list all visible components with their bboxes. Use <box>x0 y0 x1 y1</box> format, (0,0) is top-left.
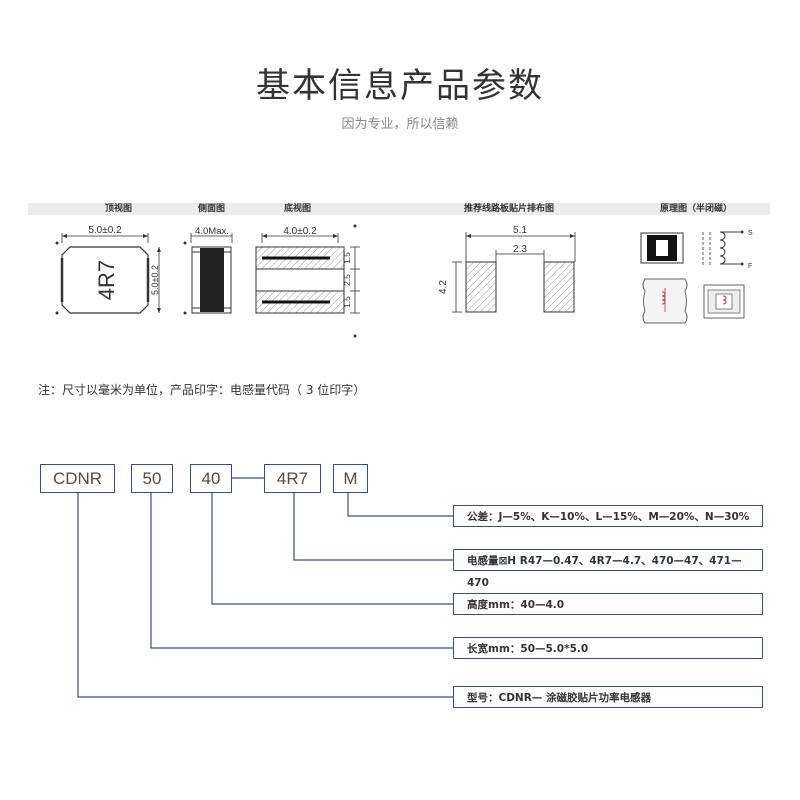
desc-size: 长宽mm：50—5.0*5.0 <box>453 637 763 659</box>
schematic-drawing: S F <box>640 230 753 324</box>
top-width-label: 5.0±0.2 <box>88 225 122 236</box>
desc-model: 型号：CDNR— 涂磁胶贴片功率电感器 <box>453 686 763 708</box>
top-height-label: 5.0±0.2 <box>150 265 160 295</box>
header-side-view: 侧面图 <box>198 204 226 214</box>
pad-total-label: 5.1 <box>513 225 527 236</box>
header-schematic: 原理图（半闭磁） <box>660 204 733 214</box>
units-note: 注：尺寸以毫米为单位，产品印字：电感量代码（ 3 位印字） <box>38 383 366 397</box>
code-size: 50 <box>131 464 173 493</box>
side-height-label: 4.0Max. <box>195 226 229 237</box>
title-main: 基本信息 <box>256 66 400 106</box>
header-top-view: 顶视图 <box>105 204 133 214</box>
subtitle: 因为专业，所以信赖 <box>341 117 459 132</box>
technical-drawings: 5.0±0.2 4R7 5.0±0.2 4.0Max. 4.0±0.2 <box>55 224 753 338</box>
bottom-width-label: 4.0±0.2 <box>283 226 317 237</box>
code-tolerance: M <box>333 464 368 493</box>
pad-gap-label: 2.3 <box>513 244 527 255</box>
desc-tolerance: 公差：J—5%、K—10%、L—15%、M—20%、N—30% <box>453 505 763 527</box>
pad-height-label: 4.2 <box>438 280 449 294</box>
code-series: CDNR <box>40 464 115 493</box>
top-view-drawing: 5.0±0.2 4R7 5.0±0.2 <box>55 225 161 315</box>
page-title: 基本信息产品参数 <box>0 58 800 107</box>
pad-layout-drawing: 5.1 2.3 4.2 <box>438 225 576 313</box>
header-bottom-view: 底视图 <box>284 204 312 214</box>
code-height: 40 <box>190 464 232 493</box>
bottom-seg1-label: 1.5 <box>342 252 352 264</box>
bottom-seg3-label: 1.5 <box>342 296 352 308</box>
pin-s-label: S <box>748 230 753 237</box>
title-highlight: 产品参数 <box>400 66 544 106</box>
code-inductance: 4R7 <box>264 464 321 493</box>
desc-height: 高度mm：40—4.0 <box>453 593 763 615</box>
bottom-view-drawing: 4.0±0.2 1.5 2.5 1.5 <box>255 224 360 338</box>
side-view-drawing: 4.0Max. <box>183 226 233 315</box>
pin-f-label: F <box>748 263 752 270</box>
bottom-seg2-label: 2.5 <box>342 274 352 286</box>
desc-inductance: 电感量⊠H R47—0.47、4R7—4.7、470—47、471—470 <box>453 549 763 589</box>
header-pad-layout: 推荐线路板贴片排布图 <box>464 204 555 214</box>
marking-label: 4R7 <box>94 260 119 300</box>
diagram-header-bar <box>28 203 770 215</box>
